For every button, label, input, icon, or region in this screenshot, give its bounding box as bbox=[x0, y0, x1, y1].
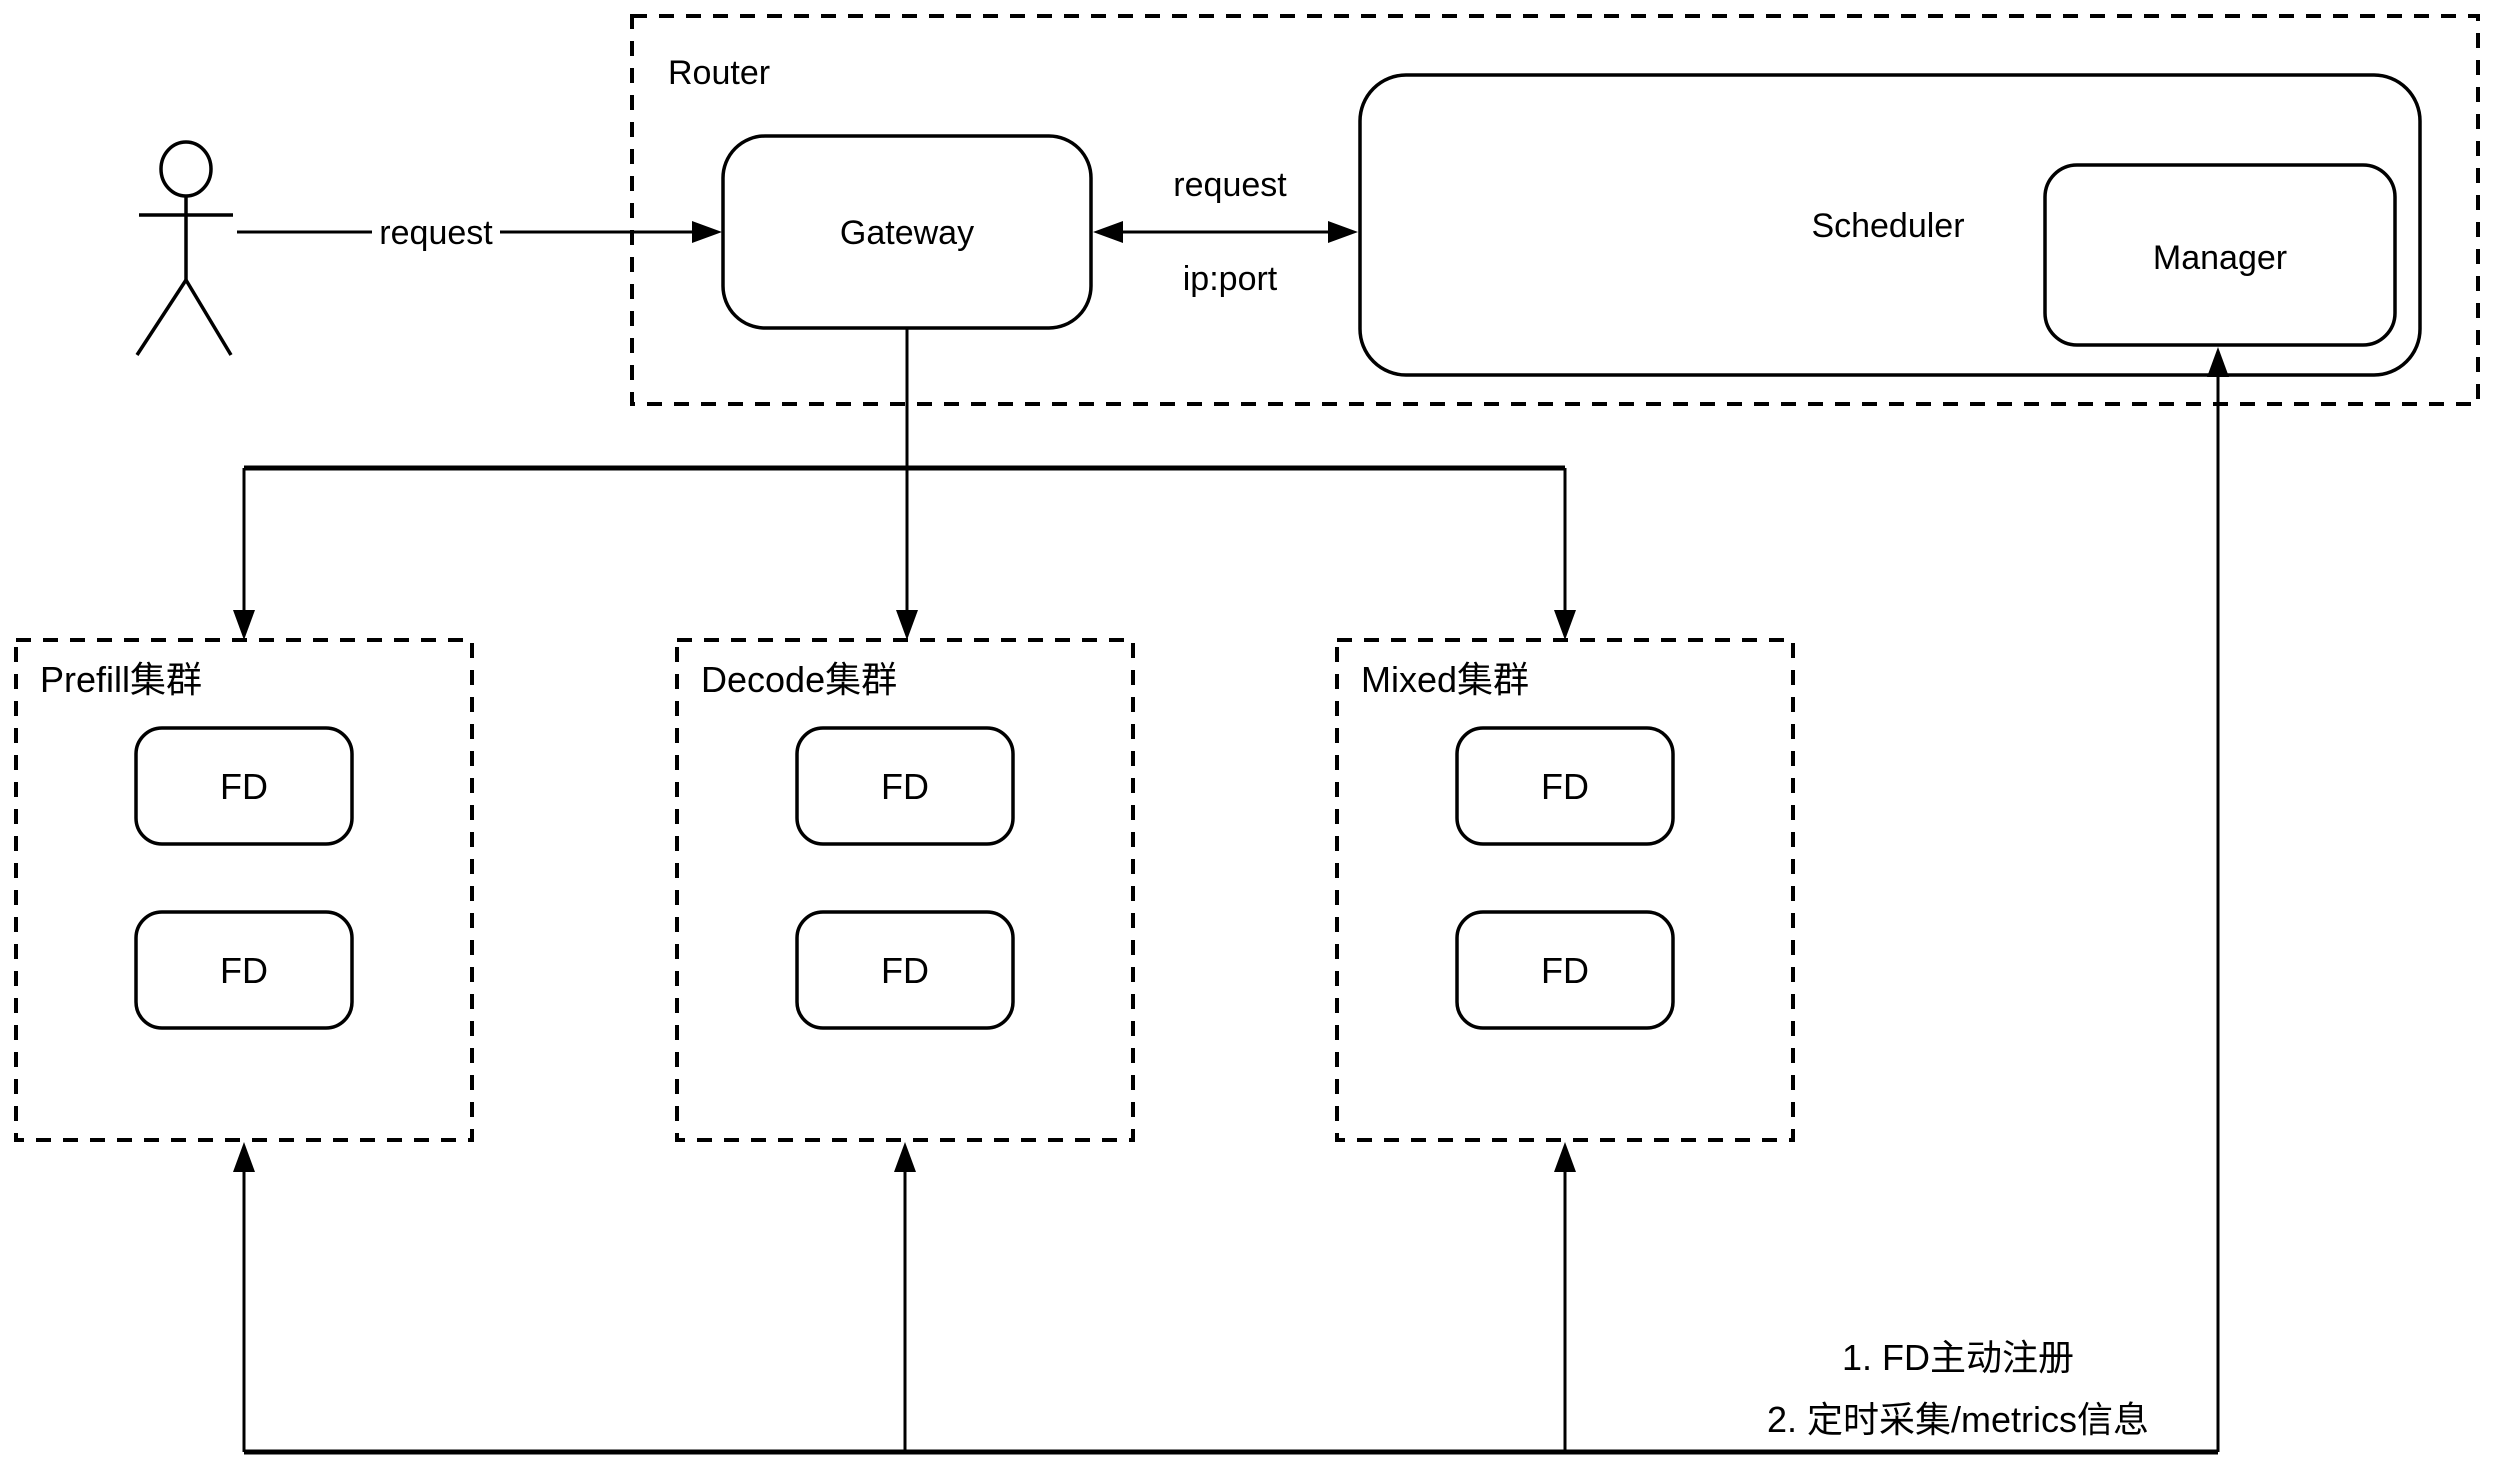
cluster-decode-box bbox=[675, 638, 1135, 1142]
fd-node-label: FD bbox=[1541, 766, 1589, 807]
edge-clusters-to-manager bbox=[233, 347, 2229, 1455]
edge-user-request-label: request bbox=[379, 214, 493, 252]
scheduler-node-label: Scheduler bbox=[1811, 207, 1964, 245]
edge-request-label: request bbox=[1173, 166, 1287, 204]
cluster-mixed: Mixed集群 FD FD bbox=[1335, 638, 1795, 1142]
cluster-prefill-box bbox=[14, 638, 474, 1142]
cluster-decode-label: Decode集群 bbox=[701, 659, 897, 700]
edge-gateway-to-clusters bbox=[233, 328, 1576, 640]
fd-node: FD bbox=[1455, 726, 1675, 846]
gateway-node-label: Gateway bbox=[840, 214, 974, 252]
annotation-notes: 1. FD主动注册 2. 定时采集/metrics信息 bbox=[1767, 1337, 2149, 1440]
edge-ip-port-label: ip:port bbox=[1183, 260, 1278, 298]
cluster-prefill-label: Prefill集群 bbox=[40, 659, 202, 700]
cluster-prefill: Prefill集群 FD FD bbox=[14, 638, 474, 1142]
gateway-node: Gateway bbox=[721, 134, 1093, 330]
cluster-mixed-box bbox=[1335, 638, 1795, 1142]
cluster-decode: Decode集群 FD FD bbox=[675, 638, 1135, 1142]
manager-node: Manager bbox=[2043, 163, 2397, 347]
fd-node-label: FD bbox=[220, 766, 268, 807]
router-group-box bbox=[630, 14, 2480, 406]
annotation-line-2: 2. 定时采集/metrics信息 bbox=[1767, 1399, 2149, 1440]
fd-node: FD bbox=[795, 910, 1015, 1030]
cluster-mixed-label: Mixed集群 bbox=[1361, 659, 1529, 700]
router-group-label: Router bbox=[668, 54, 770, 92]
edge-user-to-gateway: request bbox=[237, 210, 722, 254]
edge-gateway-scheduler: request ip:port bbox=[1093, 166, 1358, 298]
fd-node: FD bbox=[795, 726, 1015, 846]
fd-node-label: FD bbox=[220, 950, 268, 991]
fd-node: FD bbox=[134, 910, 354, 1030]
fd-node: FD bbox=[1455, 910, 1675, 1030]
fd-node: FD bbox=[134, 726, 354, 846]
user-actor-icon bbox=[135, 140, 233, 356]
annotation-line-1: 1. FD主动注册 bbox=[1842, 1337, 2074, 1378]
fd-node-label: FD bbox=[881, 950, 929, 991]
fd-node-label: FD bbox=[1541, 950, 1589, 991]
manager-node-label: Manager bbox=[2153, 239, 2287, 277]
fd-node-label: FD bbox=[881, 766, 929, 807]
